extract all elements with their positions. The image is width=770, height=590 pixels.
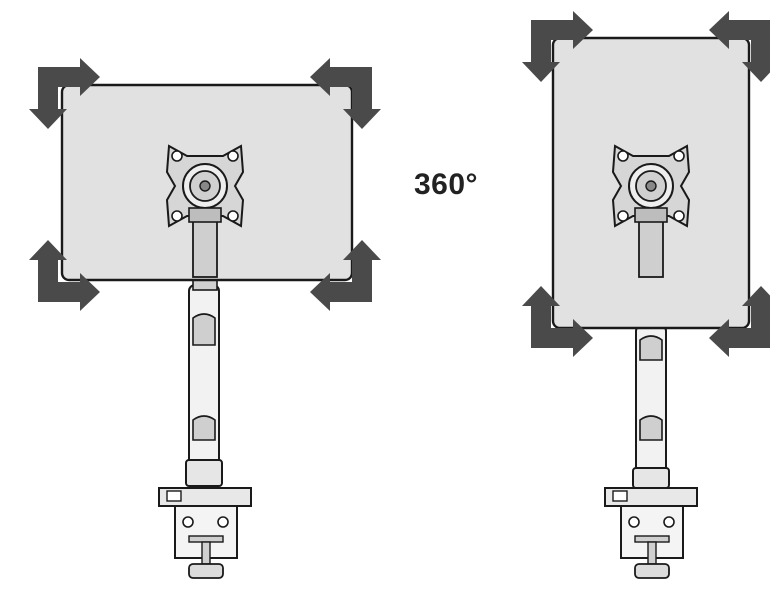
landscape-monitor (29, 58, 381, 579)
portrait-monitor (522, 11, 770, 579)
rotation-degree-label: 360° (414, 168, 479, 201)
